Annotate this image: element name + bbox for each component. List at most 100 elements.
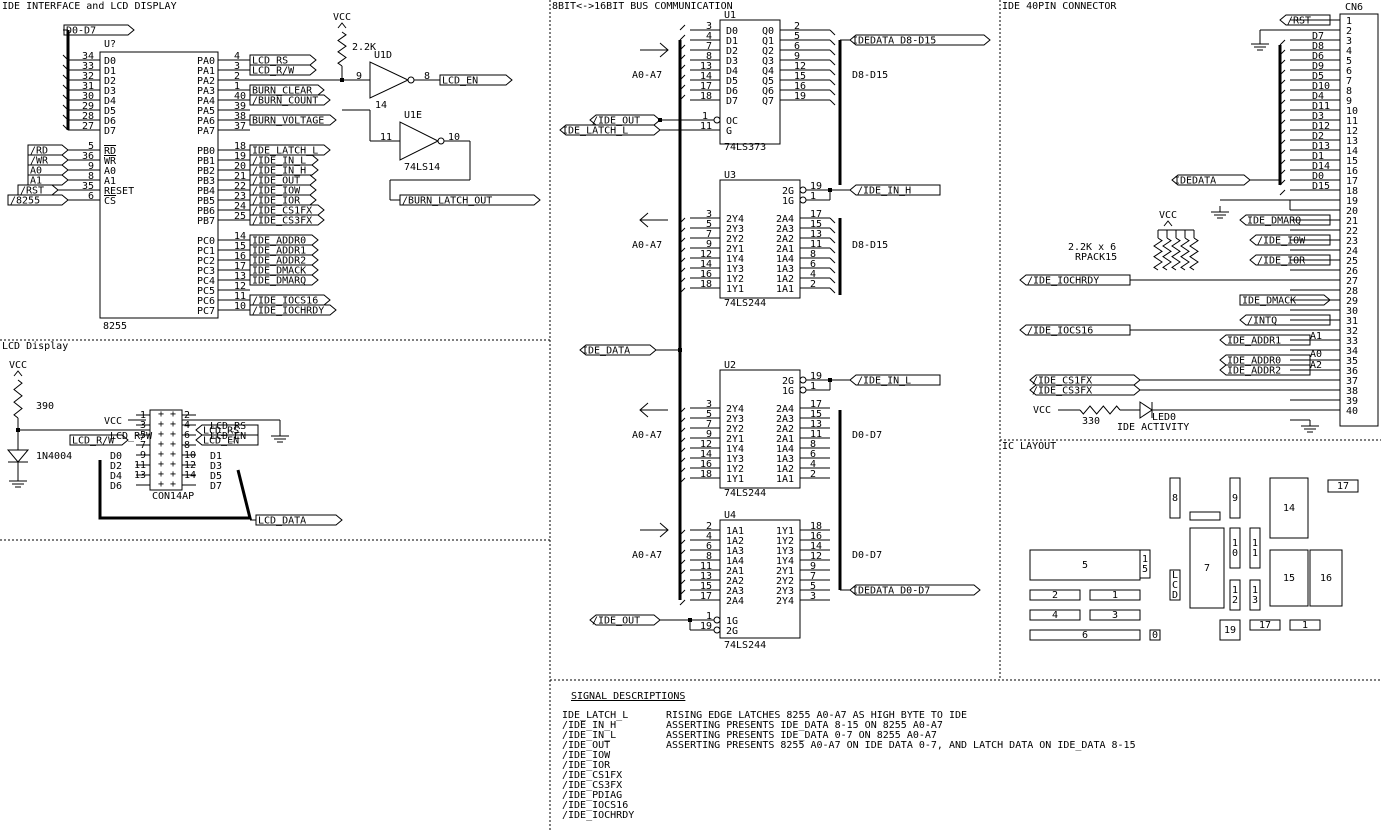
rpack-ref: RPACK15 — [1075, 252, 1117, 263]
section-title-ide-interface: IDE INTERFACE and LCD DISPLAY — [2, 1, 177, 12]
pin-name: Q1 — [762, 36, 774, 47]
pin-name: 2Y1 — [726, 434, 744, 445]
bus-entry — [829, 49, 836, 56]
cn6-pin-number: 7 — [1346, 76, 1352, 87]
lbl-d0-d7-u4: D0-D7 — [852, 550, 882, 561]
tag-IDEINL-text: /IDE_IN_L — [252, 156, 306, 167]
pin-number: 5 — [706, 409, 712, 420]
signal-name: /IDE_IN_L — [562, 730, 616, 741]
bus-entry — [829, 39, 836, 46]
pin-name: 2A2 — [776, 424, 794, 435]
pin-name: PA1 — [197, 66, 215, 77]
cn6-a1: A1 — [1310, 331, 1322, 342]
pin-name: D2 — [726, 46, 738, 57]
tag-BURNVOLTAGE — [249, 114, 337, 126]
pin-name: 1A1 — [726, 526, 744, 537]
tag-IDEOUT-text: /IDE_OUT — [252, 176, 300, 187]
bus-entry — [679, 257, 686, 264]
bus-entry — [829, 257, 836, 264]
ic-layout-chip — [1139, 549, 1151, 579]
pin-number: 34 — [82, 51, 94, 62]
tag-BURNCLEAR-text: BURN_CLEAR — [252, 86, 313, 97]
pin-number: 40 — [234, 91, 246, 102]
tag-lcd-en-2 — [195, 434, 259, 446]
tag-A0 — [27, 164, 69, 176]
pin-name: PC7 — [197, 306, 215, 317]
ic-layout-id: 7 — [1204, 563, 1210, 574]
pin-number: 11 — [810, 429, 822, 440]
pin-number: 8 — [424, 71, 430, 82]
ic-layout-id: 0 — [1232, 548, 1238, 559]
pin-name: D0 — [104, 56, 116, 67]
direction-arrow — [659, 42, 669, 58]
tag-idedata-d0-d7-text: IDEDATA D0-D7 — [852, 586, 930, 597]
pin-number: 2 — [706, 521, 712, 532]
pin-number: 8 — [810, 439, 816, 450]
cn6-pin-number: 24 — [1346, 246, 1358, 257]
cn6-data-label: D2 — [1312, 131, 1324, 142]
pin-number: 36 — [82, 151, 94, 162]
bus-entry — [62, 84, 69, 91]
ic-layout-id: 3 — [1112, 610, 1118, 621]
ic-layout-id: 5 — [1082, 560, 1088, 571]
vcc-label: VCC — [1159, 210, 1177, 221]
chip-u2-74ls244-ref: U2 — [724, 360, 736, 371]
pin-number: 13 — [810, 229, 822, 240]
pin-name: 1A4 — [726, 556, 744, 567]
pin-name: 2A2 — [726, 576, 744, 587]
diode-label: 1N4004 — [36, 451, 72, 462]
pin-name: PC3 — [197, 266, 215, 277]
cn6-pin-number: 5 — [1346, 56, 1352, 67]
bus-entry — [679, 277, 686, 284]
cn6-pin-number: 17 — [1346, 176, 1358, 187]
tag-dmack-cn6 — [1239, 294, 1331, 306]
bus-entry — [679, 287, 686, 294]
tag-d0-d7 — [63, 24, 135, 36]
pin-name: PA0 — [197, 56, 215, 67]
section-title-signal-descriptions: SIGNAL DESCRIPTIONS — [571, 691, 685, 702]
pin-name: 1Y3 — [726, 264, 744, 275]
pin-number: 9 — [706, 429, 712, 440]
ic-layout-chip — [1229, 477, 1241, 519]
ic-layout-chip — [1229, 527, 1241, 569]
tag-u2-74ls244-g — [849, 374, 941, 386]
pin-number: 4 — [810, 269, 816, 280]
pin-name: 1A3 — [776, 454, 794, 465]
pin-name: PB3 — [197, 176, 215, 187]
tag-iow-cn6-text: /IDE_IOW — [1257, 236, 1306, 247]
led0 — [1139, 401, 1153, 419]
ic-layout-id: 19 — [1224, 625, 1236, 636]
pin-number: 14 — [700, 449, 712, 460]
pin-number: 15 — [810, 409, 822, 420]
led-vcc: VCC — [1033, 405, 1051, 416]
cn6-pin-number: 23 — [1346, 236, 1358, 247]
bus-entry — [679, 569, 686, 576]
tag-IDECS3FX — [249, 214, 325, 226]
lbl-d8-d15-u1: D8-D15 — [852, 70, 888, 81]
pin-number: 25 — [234, 211, 246, 222]
tag-BURNCOUNT — [249, 94, 331, 106]
tag-A0-text: A0 — [30, 166, 42, 177]
bus-entry — [679, 549, 686, 556]
res-390 — [13, 379, 23, 419]
bus-entry — [829, 287, 836, 294]
pin-name: 1A1 — [776, 284, 794, 295]
pin-name: Q2 — [762, 46, 774, 57]
pin-number: 3 — [234, 61, 240, 72]
tag-IDECS1FX-text: /IDE_CS1FX — [252, 206, 312, 217]
connector-cn6 — [1339, 13, 1379, 427]
pin-number: 1 — [810, 191, 816, 202]
tag-WR-text: /WR — [30, 156, 49, 167]
pin-number: 17 — [234, 261, 246, 272]
pin-name: D7 — [104, 126, 116, 137]
pin-name: PB4 — [197, 186, 215, 197]
chip-u1-ref: U1 — [724, 10, 736, 21]
tag-IDELATCHL-text: IDE_LATCH_L — [252, 146, 318, 157]
pin-name: PA3 — [197, 86, 215, 97]
pin-number: 32 — [82, 71, 94, 82]
ic-layout-chip — [1029, 629, 1141, 641]
cn6-pin-number: 3 — [1346, 36, 1352, 47]
tag-ide-latch-l-text: IDE_LATCH_L — [562, 126, 628, 137]
bus-entry — [679, 267, 686, 274]
tag-RD-text: /RD — [30, 146, 48, 157]
